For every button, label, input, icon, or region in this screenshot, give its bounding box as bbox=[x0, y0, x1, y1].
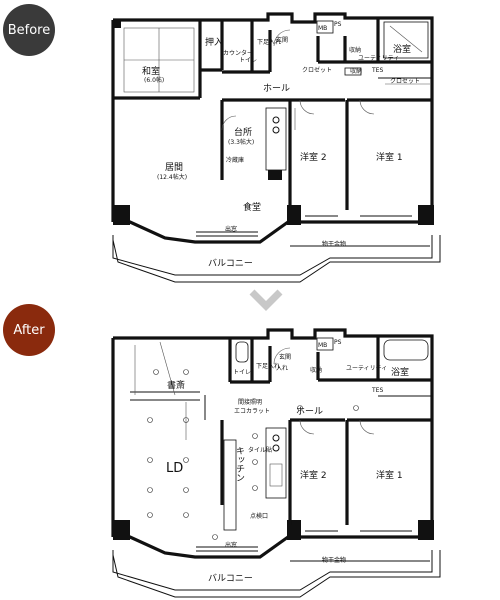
before-closet-label: クロゼット bbox=[302, 66, 332, 74]
after-lighting-label: 間接照明 bbox=[238, 398, 262, 406]
before-floor-plan: 和室 (6.0帖) 押入 カウンター トイレ 下足入れ 玄関 MB PS 収納 … bbox=[111, 12, 441, 283]
before-genkan-label: 玄関 bbox=[276, 36, 288, 44]
after-floor-plan: 玄関 MB PS トイレ 下足入れ 入れ 収納 ユーティリティ 浴室 TES 書… bbox=[111, 328, 441, 598]
before-monohoshi-label: 物干金物 bbox=[322, 240, 346, 248]
before-counter-label: カウンター bbox=[223, 49, 253, 57]
before-kyoshitsu-size: (12.4帖大) bbox=[157, 173, 187, 181]
before-washitsu-label: 和室 bbox=[142, 65, 160, 77]
before-reizouko-label: 冷蔵庫 bbox=[226, 156, 244, 164]
before-bathtub bbox=[383, 21, 429, 59]
before-outer-wall bbox=[113, 12, 434, 220]
after-monohoshi-label: 物干金物 bbox=[322, 556, 346, 564]
after-balcony-label: バルコニー bbox=[208, 573, 253, 584]
after-toilet-label: トイレ bbox=[233, 369, 251, 376]
before-getabako-label: 下足入れ bbox=[257, 39, 281, 46]
after-ld-label: LD bbox=[166, 461, 183, 476]
before-yoshitsu2-label: 洋室 2 bbox=[300, 151, 327, 163]
after-kitchen-label: キッチン bbox=[234, 446, 245, 482]
before-column bbox=[113, 205, 130, 225]
after-genkan-label: 玄関 bbox=[279, 353, 291, 361]
after-yokushitsu-label: 浴室 bbox=[391, 366, 409, 378]
after-demado-label: 出窓 bbox=[225, 541, 237, 549]
before-daidokoro-size: (3.3帖大) bbox=[228, 138, 254, 146]
before-balcony-label: バルコニー bbox=[208, 258, 253, 269]
after-bathtub bbox=[383, 339, 429, 361]
after-storage-label: 収納 bbox=[310, 366, 322, 374]
after-kitchen-counter bbox=[265, 427, 287, 499]
before-daidokoro-label: 台所 bbox=[234, 126, 252, 138]
after-hall-label: ホール bbox=[296, 406, 323, 417]
before-column bbox=[113, 20, 121, 28]
after-shoe-storage-label: 入れ bbox=[276, 365, 288, 372]
after-label: After bbox=[13, 322, 45, 338]
before-mb-label: MB bbox=[318, 25, 327, 32]
before-yoshitsu1-label: 洋室 1 bbox=[376, 151, 403, 163]
before-label: Before bbox=[7, 22, 51, 38]
before-oshiire-label: 押入 bbox=[205, 36, 223, 48]
after-ps-label: PS bbox=[334, 339, 342, 346]
before-storage-label: 収納 bbox=[349, 46, 361, 54]
after-mb-label: MB bbox=[318, 342, 327, 349]
after-getabako-label: 下足入れ bbox=[256, 363, 280, 370]
after-tile-label: タイル貼 bbox=[248, 446, 272, 454]
after-outer-wall bbox=[113, 328, 434, 535]
after-ecocarat-label: エコカラット bbox=[234, 408, 270, 415]
before-hall-label: ホール bbox=[263, 83, 290, 94]
before-washitsu-size: (6.0帖) bbox=[144, 76, 164, 84]
before-closet-label-2: クロゼット bbox=[390, 77, 420, 85]
after-badge: After bbox=[3, 304, 55, 356]
before-yokushitsu-label: 浴室 bbox=[393, 43, 411, 55]
before-balcony-rail bbox=[112, 235, 433, 276]
before-toilet-label: トイレ bbox=[239, 57, 257, 64]
after-balcony-rail bbox=[112, 550, 433, 591]
before-utility-label: ユーティリティ bbox=[358, 55, 399, 62]
before-tes-label: TES bbox=[371, 67, 383, 74]
after-inspection-label: 点検口 bbox=[250, 512, 268, 520]
after-yoshitsu2-label: 洋室 2 bbox=[300, 469, 327, 481]
after-shosai-label: 書斎 bbox=[167, 379, 185, 391]
after-yoshitsu1-label: 洋室 1 bbox=[376, 469, 403, 481]
before-ps-label: PS bbox=[334, 21, 342, 28]
before-shokudo-label: 食堂 bbox=[243, 201, 261, 213]
before-demado-label: 出窓 bbox=[225, 225, 237, 233]
before-storage-label-2: 収納 bbox=[350, 67, 362, 75]
chevron-down-icon bbox=[249, 289, 283, 311]
after-utility-label: ユーティリティ bbox=[346, 365, 387, 372]
after-kitchen-island bbox=[223, 439, 237, 531]
before-column bbox=[418, 205, 434, 225]
before-badge: Before bbox=[3, 4, 55, 56]
before-kyoshitsu-label: 居間 bbox=[165, 162, 183, 173]
after-tes-label: TES bbox=[371, 387, 383, 394]
